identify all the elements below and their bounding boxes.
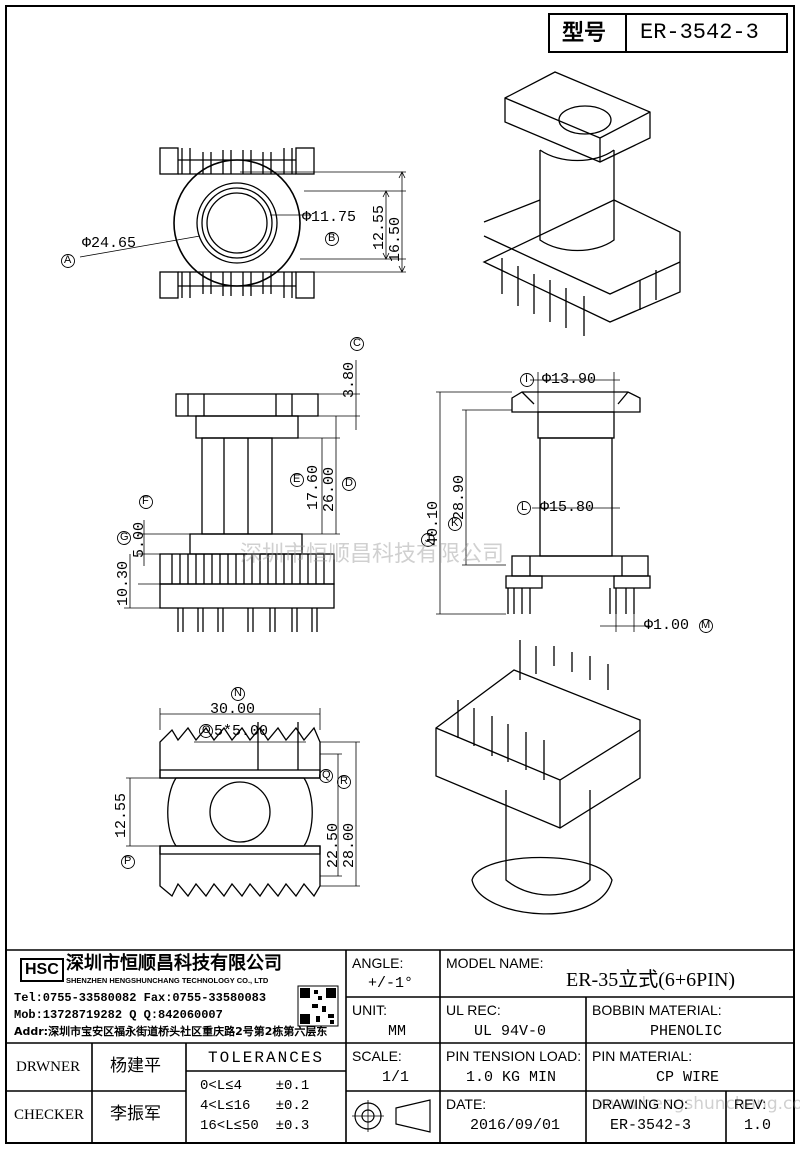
dim-f: 5.00 (131, 521, 148, 558)
company-name-cn: 深圳市恒顺昌科技有限公司 (66, 953, 282, 974)
drawing-number-value: ER-3542-3 (610, 1117, 692, 1134)
dim-i-diameter: Φ13.90 (542, 371, 597, 388)
marker-q: Q (322, 769, 331, 781)
drawing-number-label: DRAWING NO: (592, 1096, 688, 1112)
front-view (124, 360, 360, 632)
marker-a: A (64, 254, 72, 266)
date-label: DATE: (446, 1096, 487, 1112)
unit-label: UNIT: (352, 1002, 387, 1018)
dim-p: 12.55 (113, 792, 130, 838)
tolerances-label: TOLERANCES (208, 1049, 325, 1067)
ul-label: UL REC: (446, 1002, 501, 1018)
dim-a-diameter: Φ24.65 (82, 235, 137, 252)
tolerance-row-1: 0<L≤4 ±0.1 (200, 1078, 310, 1094)
marker-j: J (425, 533, 431, 545)
pin-material-value: CP WIRE (656, 1069, 720, 1086)
pin-tension-value: 1.0 KG MIN (466, 1069, 557, 1086)
scale-label: SCALE: (352, 1048, 402, 1064)
marker-e: E (293, 473, 301, 485)
dim-c: 3.80 (341, 361, 358, 398)
marker-d: D (345, 477, 353, 489)
marker-o: O (202, 724, 211, 736)
marker-c: C (353, 337, 361, 349)
isometric-bottom-view (435, 640, 641, 915)
marker-b: B (328, 232, 336, 244)
marker-m: M (701, 619, 711, 631)
pin-tension-label: PIN TENSION LOAD: (446, 1048, 582, 1064)
company-mobile: Mob:13728719282 Q Q:842060007 (14, 1008, 223, 1022)
header-box (548, 13, 788, 53)
marker-p: P (124, 855, 132, 867)
checker-value: 李振军 (110, 1104, 161, 1124)
marker-g: G (120, 531, 129, 543)
dim-g: 10.30 (115, 560, 132, 606)
company-address: Addr:深圳市宝安区福永街道桥头社区重庆路2号第2栋第六层东 (14, 1025, 328, 1038)
dim-e: 17.60 (305, 464, 322, 510)
bobbin-material-value: PHENOLIC (650, 1023, 723, 1040)
bobbin-material-label: BOBBIN MATERIAL: (592, 1002, 722, 1018)
marker-f: F (142, 495, 149, 507)
model-name-label: MODEL NAME: (446, 955, 544, 971)
dim-h2: 16.50 (387, 216, 404, 262)
dim-b-diameter: Φ11.75 (302, 209, 357, 226)
revision-value: 1.0 (744, 1117, 772, 1134)
dim-q: 22.50 (325, 822, 342, 868)
model-name-value: ER-35立式(6+6PIN) (566, 969, 736, 991)
dim-h1: 12.55 (371, 204, 388, 250)
dim-l-diameter: Φ15.80 (540, 499, 595, 516)
marker-n: N (234, 687, 242, 699)
top-view (79, 147, 406, 299)
dim-d: 26.00 (321, 466, 338, 512)
dim-pin-diameter: Φ1.00 (644, 617, 690, 634)
marker-k: K (451, 517, 459, 529)
dim-k: 28.90 (451, 474, 468, 520)
side-view (436, 372, 651, 632)
angle-label: ANGLE: (352, 955, 404, 971)
marker-r: R (340, 775, 348, 787)
angle-value: +/-1° (368, 975, 414, 992)
drawer-label: DRWNER (16, 1059, 81, 1075)
revision-label: REV: (734, 1096, 767, 1112)
pin-material-label: PIN MATERIAL: (592, 1048, 693, 1064)
isometric-top-view (482, 71, 681, 336)
qr-code-icon (297, 985, 339, 1027)
company-tel: Tel:0755-33580082 Fax:0755-33580083 (14, 991, 267, 1005)
watermark-company: 深圳市恒顺昌科技有限公司 (240, 542, 505, 567)
dim-n: 30.00 (210, 701, 256, 718)
dim-r: 28.00 (341, 822, 358, 868)
watermark-url: www.hengshunchang.com (596, 1094, 800, 1114)
projection-symbol (352, 1099, 431, 1133)
marker-i: I (525, 373, 529, 385)
date-value: 2016/09/01 (470, 1117, 561, 1134)
tolerance-row-3: 16<L≤50 ±0.3 (200, 1118, 310, 1134)
drawing-frame (5, 5, 795, 1144)
dim-o: 5*5.00 (214, 723, 269, 740)
scale-value: 1/1 (382, 1069, 410, 1086)
drawer-value: 杨建平 (110, 1056, 161, 1076)
marker-l: L (521, 501, 528, 513)
company-logo: HSC (20, 958, 64, 982)
title-block-grid (6, 949, 794, 1143)
company-name-en: SHENZHEN HENGSHUNCHANG TECHNOLOGY CO., L… (66, 976, 269, 985)
tolerance-row-2: 4<L≤16 ±0.2 (200, 1098, 310, 1114)
model-label: 型号 (562, 20, 607, 45)
unit-value: MM (388, 1023, 407, 1040)
checker-label: CHECKER (14, 1107, 85, 1123)
dimension-marker-circles (61, 232, 713, 869)
model-number: ER-3542-3 (640, 20, 759, 45)
ul-value: UL 94V-0 (474, 1023, 547, 1040)
